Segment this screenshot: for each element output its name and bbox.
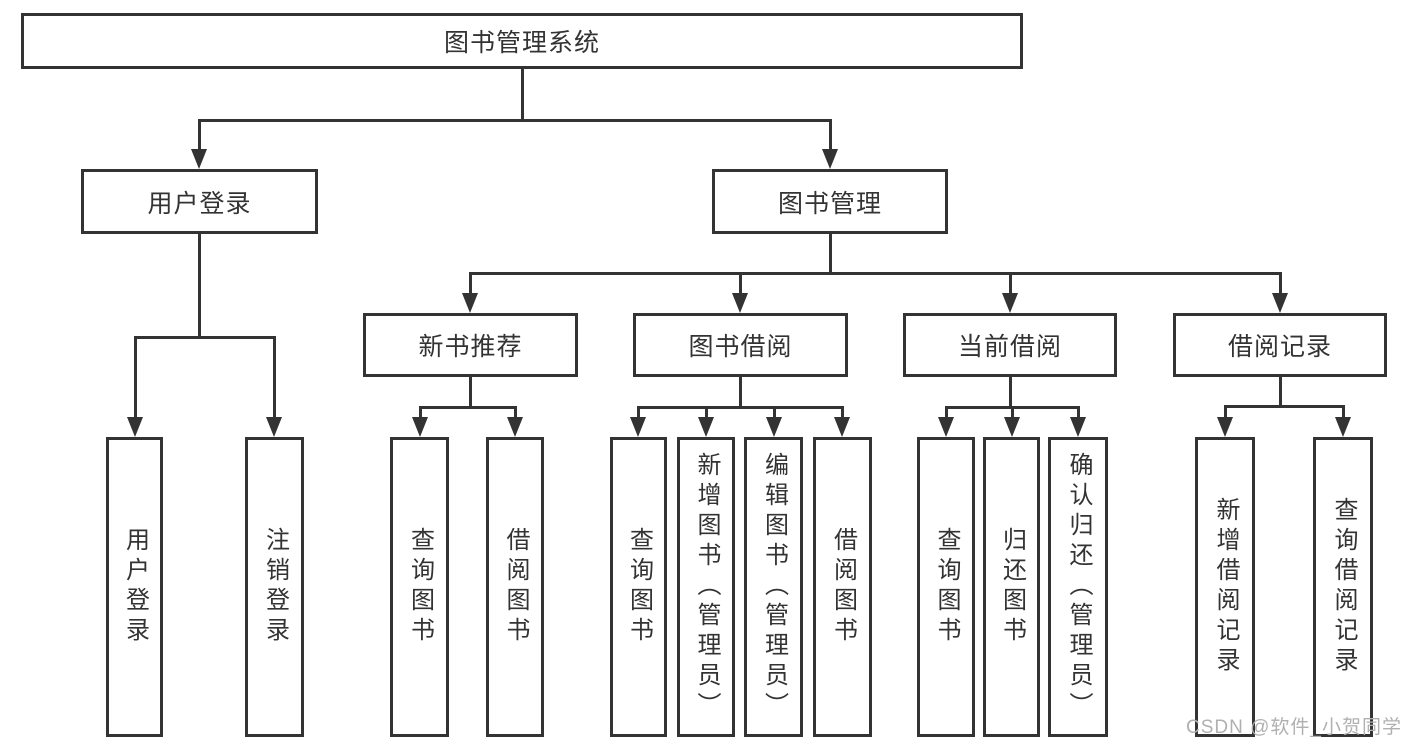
connector-stem (637, 406, 640, 419)
connector-horizontal (637, 406, 844, 409)
leaf-return-book: 归还图书 (983, 437, 1040, 737)
node-user-login: 用户登录 (81, 169, 318, 234)
arrowhead-down-icon (191, 149, 207, 169)
connector-horizontal (134, 336, 276, 339)
arrowhead-down-icon (834, 417, 850, 437)
arrowhead-down-icon (1004, 417, 1020, 437)
csdn-watermark: CSDN @软件_小贺同学 (1186, 717, 1402, 738)
leaf-query-book-recommend-label: 查询图书 (406, 527, 434, 647)
connector-stem (739, 272, 742, 295)
connector-horizontal (1224, 405, 1345, 408)
leaf-confirm-return-admin-label: 确认归还（管理员） (1065, 452, 1092, 722)
connector-stem (1279, 272, 1282, 295)
connector-vertical (1279, 377, 1282, 408)
arrowhead-down-icon (1335, 417, 1351, 437)
leaf-add-book-admin-label: 新增图书（管理员） (693, 452, 720, 722)
node-borrow-record-label: 借阅记录 (1227, 333, 1332, 361)
node-new-book-recommend: 新书推荐 (363, 313, 578, 377)
arrowhead-down-icon (1272, 293, 1288, 313)
leaf-logout-label: 注销登录 (261, 527, 289, 647)
connector-vertical (521, 69, 524, 122)
connector-stem (1009, 272, 1012, 295)
connector-stem (773, 406, 776, 419)
node-borrow-record: 借阅记录 (1173, 313, 1387, 377)
leaf-query-borrow-record-label: 查询借阅记录 (1330, 497, 1357, 677)
arrowhead-down-icon (938, 417, 954, 437)
node-book-management-label: 图书管理 (777, 189, 882, 218)
connector-horizontal (198, 119, 832, 122)
connector-vertical (1009, 377, 1012, 409)
connector-stem (469, 272, 472, 295)
leaf-add-borrow-record-label: 新增借阅记录 (1212, 497, 1239, 677)
leaf-confirm-return-admin: 确认归还（管理员） (1048, 437, 1108, 737)
leaf-edit-book-admin: 编辑图书（管理员） (744, 437, 803, 737)
node-current-borrow: 当前借阅 (903, 313, 1117, 377)
node-new-book-recommend-label: 新书推荐 (418, 333, 523, 361)
leaf-borrow-book-label: 借阅图书 (829, 527, 857, 647)
connector-horizontal (419, 406, 517, 409)
leaf-user-login-label: 用户登录 (121, 527, 149, 647)
leaf-query-book-borrow: 查询图书 (610, 437, 667, 737)
leaf-add-borrow-record: 新增借阅记录 (1195, 437, 1255, 737)
leaf-logout: 注销登录 (245, 437, 304, 737)
node-current-borrow-label: 当前借阅 (957, 333, 1062, 361)
leaf-borrow-book-recommend-label: 借阅图书 (502, 527, 529, 647)
leaf-query-book-current: 查询图书 (917, 437, 975, 737)
leaf-borrow-book-recommend: 借阅图书 (486, 437, 544, 737)
connector-stem (514, 406, 517, 419)
connector-stem (419, 406, 422, 419)
arrowhead-down-icon (412, 417, 428, 437)
leaf-query-borrow-record: 查询借阅记录 (1313, 437, 1373, 737)
arrowhead-down-icon (766, 417, 782, 437)
arrowhead-down-icon (266, 417, 282, 437)
connector-stem (829, 119, 832, 151)
arrowhead-down-icon (698, 417, 714, 437)
arrowhead-down-icon (1217, 417, 1233, 437)
connector-vertical (739, 377, 742, 409)
arrowhead-down-icon (127, 417, 143, 437)
arrowhead-down-icon (462, 293, 478, 313)
connector-stem (705, 406, 708, 419)
connector-horizontal (469, 272, 1282, 275)
leaf-user-login: 用户登录 (106, 437, 163, 737)
node-system-root: 图书管理系统 (21, 13, 1023, 69)
node-system-label: 图书管理系统 (443, 29, 600, 57)
arrowhead-down-icon (1002, 293, 1018, 313)
connector-stem (1342, 405, 1345, 419)
connector-vertical (469, 377, 472, 409)
leaf-query-book-recommend: 查询图书 (390, 437, 449, 737)
leaf-return-book-label: 归还图书 (998, 527, 1026, 647)
connector-stem (1224, 405, 1227, 419)
leaf-query-book-current-label: 查询图书 (933, 527, 960, 647)
connector-stem (945, 406, 948, 419)
connector-stem (1077, 406, 1080, 419)
connector-stem (841, 406, 844, 419)
node-book-borrow: 图书借阅 (633, 313, 848, 377)
arrowhead-down-icon (822, 149, 838, 169)
node-book-management: 图书管理 (712, 169, 948, 234)
arrowhead-down-icon (630, 417, 646, 437)
connector-vertical (829, 234, 832, 275)
connector-stem (198, 119, 201, 151)
arrowhead-down-icon (732, 293, 748, 313)
leaf-borrow-book: 借阅图书 (813, 437, 872, 737)
connector-stem (1011, 406, 1014, 419)
leaf-edit-book-admin-label: 编辑图书（管理员） (760, 452, 788, 722)
leaf-query-book-borrow-label: 查询图书 (625, 527, 653, 647)
arrowhead-down-icon (1070, 417, 1086, 437)
connector-stem (273, 336, 276, 419)
node-user-login-label: 用户登录 (147, 189, 252, 218)
node-book-borrow-label: 图书借阅 (688, 333, 793, 361)
connector-stem (134, 336, 137, 419)
arrowhead-down-icon (507, 417, 523, 437)
connector-vertical (198, 234, 201, 339)
leaf-add-book-admin: 新增图书（管理员） (677, 437, 735, 737)
